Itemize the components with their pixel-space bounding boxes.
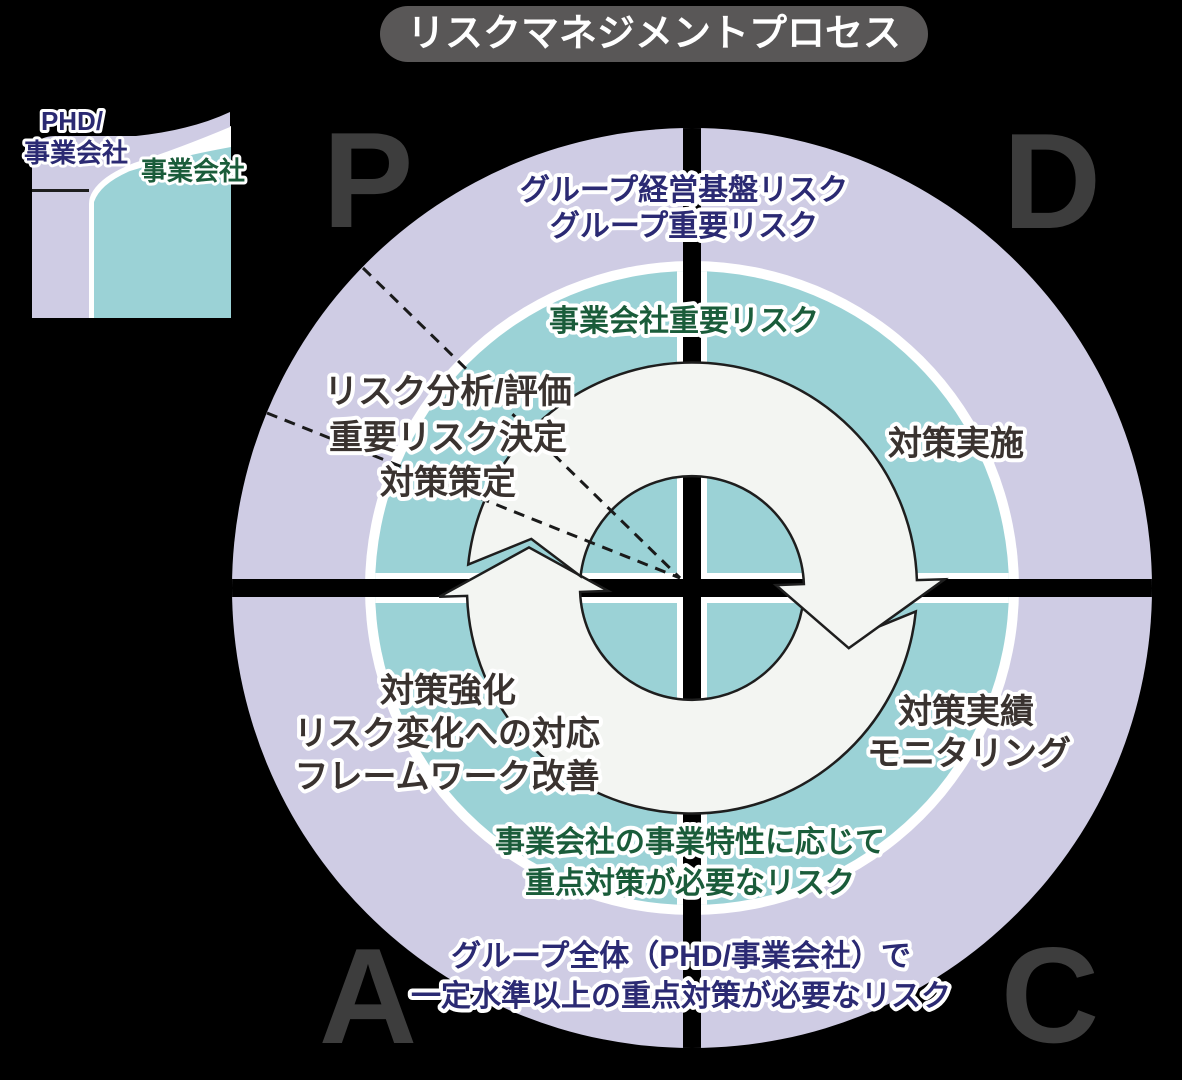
cycle-arrow-bottom: [438, 545, 918, 815]
check-step-label-line1: 対策実績: [898, 693, 1034, 731]
do-step-label: 対策実施: [888, 425, 1024, 463]
quadrant-divider-horizontal: [232, 579, 1152, 597]
act-step-label-line2: リスク変化への対応: [294, 714, 600, 753]
plan-step-label-line1: リスク分析/評価: [324, 373, 571, 411]
inner-ring-bottom-label-line2: 重点対策が必要なリスク: [525, 866, 855, 900]
title-pill: [380, 6, 928, 62]
legend-phd-label-line1: PHD/: [41, 106, 103, 136]
page-title: リスクマネジメントプロセス: [407, 13, 901, 55]
outer-ring-top-label-line2: グループ重要リスク: [550, 210, 818, 243]
legend-divider-line: [32, 189, 89, 192]
plan-step-label-line3: 対策策定: [380, 464, 516, 502]
outer-ring-top-label-line1: グループ経営基盤リスク: [520, 173, 848, 207]
pdca-letter-a: A: [319, 920, 417, 1072]
outer-ring-bottom-label-line2: 一定水準以上の重点対策が必要なリスク: [411, 979, 951, 1013]
legend-outer-ring-swatch: [32, 112, 230, 318]
inner-ring-top-label: 事業会社重要リスク: [549, 305, 819, 338]
cycle-arrow-top: [466, 361, 949, 650]
inner-ring-bottom-label-line1: 事業会社の事業特性に応じて: [495, 826, 885, 859]
outer-ring-bottom-label-line1: グループ全体（PHD/事業会社）で: [451, 939, 911, 973]
pdca-letter-p: P: [323, 104, 414, 256]
legend-phd-label-line2: 事業会社: [24, 138, 128, 168]
legend-subsidiary-label: 事業会社: [141, 156, 245, 186]
callout-dashed-line-lower: [266, 411, 681, 580]
plan-step-label-line2: 重要リスク決定: [329, 419, 567, 457]
act-step-label-line1: 対策強化: [380, 672, 516, 710]
act-step-label-line3: フレームワーク改善: [295, 758, 600, 796]
pdca-letter-d: D: [1003, 105, 1101, 257]
check-step-label-line2: モニタリング: [867, 735, 1071, 773]
pdca-letter-c: C: [1001, 919, 1099, 1071]
legend-inner-ring-swatch: [94, 147, 231, 318]
legend: PHD/ 事業会社 事業会社: [21, 103, 248, 318]
callout-dashed-line-upper: [361, 266, 682, 580]
